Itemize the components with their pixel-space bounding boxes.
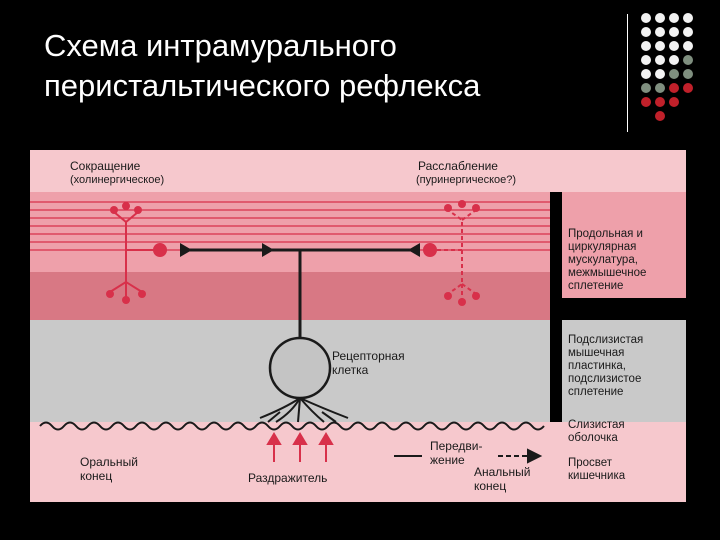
label-anal-end-line-1: Анальный	[474, 465, 531, 479]
label-contraction: Сокращение	[70, 159, 141, 173]
relaxation-terminals	[444, 200, 480, 306]
label-movement-line-1: Передви-	[430, 439, 482, 453]
band-muscle-dark	[30, 272, 550, 320]
label-muscle-line-1: Продольная и	[568, 228, 643, 240]
label-submucosa-line-1: Подслизистая	[568, 334, 643, 346]
dot-grid-white	[641, 13, 693, 79]
label-anal-end-line-2: конец	[474, 479, 506, 493]
label-muscle-line-5: сплетение	[568, 280, 623, 292]
label-box-submucosa	[562, 320, 686, 422]
label-movement-line-2: жение	[430, 453, 465, 467]
mucosa-wavy-line	[39, 421, 545, 431]
movement-arrow	[394, 448, 543, 464]
slide-title: Схема интрамурального перистальтического…	[44, 26, 604, 106]
label-stimulus: Раздражитель	[248, 471, 327, 485]
receptor-dendrites	[259, 397, 349, 423]
label-submucosa-line-5: сплетение	[568, 386, 623, 398]
band-lumen	[30, 422, 686, 502]
peristaltic-reflex-diagram: Сокращение (холинергическое) Расслаблени…	[30, 150, 686, 502]
black-neuron-pathway	[180, 248, 420, 340]
label-submucosa-line-3: пластинка,	[568, 360, 626, 372]
label-submucosa-line-2: мышечная	[568, 347, 624, 359]
muscle-stripes	[30, 201, 550, 251]
relaxation-neuron	[423, 209, 477, 300]
label-oral-end-line-1: Оральный	[80, 455, 138, 469]
contraction-terminals	[106, 202, 146, 304]
label-lumen-line-1: Просвет	[568, 457, 613, 469]
label-muscle-line-2: циркулярная	[568, 241, 636, 253]
dot-grid-gray	[641, 55, 693, 93]
band-muscle-striped	[30, 192, 550, 272]
label-receptor-cell-line-2: клетка	[332, 363, 369, 377]
label-box-muscle	[562, 192, 686, 298]
label-muscle-line-4: межмышечное	[568, 267, 646, 279]
label-lumen-line-2: кишечника	[568, 470, 626, 482]
band-muscle-light	[30, 150, 686, 192]
layer-labels: Продольная и циркулярная мускулатура, ме…	[568, 228, 646, 482]
label-contraction-type: (холинергическое)	[70, 174, 164, 186]
label-receptor-cell-line-1: Рецепторная	[332, 349, 405, 363]
contraction-neuron	[109, 211, 167, 298]
label-submucosa-line-4: подслизистое	[568, 373, 641, 385]
label-mucosa-line-1: Слизистая	[568, 419, 625, 431]
label-relaxation: Расслабление	[418, 159, 498, 173]
slide-title-line-1: Схема интрамурального	[44, 28, 397, 63]
label-muscle-line-3: мускулатура,	[568, 254, 638, 266]
label-oral-end-line-2: конец	[80, 469, 112, 483]
decorative-dot-grid	[641, 13, 693, 121]
receptor-cell	[268, 336, 332, 400]
slide-title-line-2: перистальтического рефлекса	[44, 68, 481, 103]
dot-grid-red	[641, 83, 693, 121]
label-relaxation-type: (пуринергическое?)	[416, 174, 516, 186]
stimulus-arrows	[266, 432, 334, 462]
label-mucosa-line-2: оболочка	[568, 432, 618, 444]
title-divider-line	[627, 14, 628, 132]
synapse-terminals	[180, 243, 420, 257]
